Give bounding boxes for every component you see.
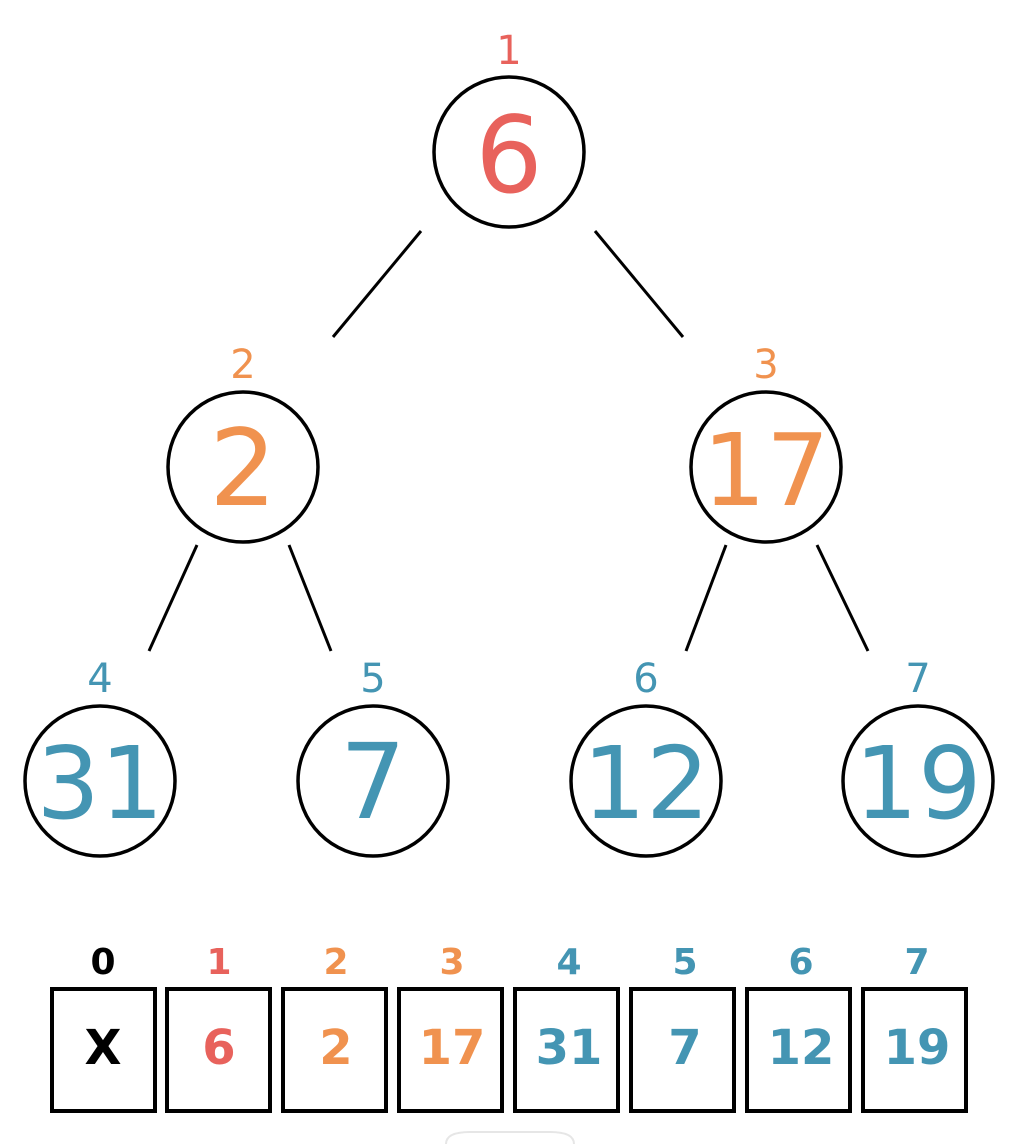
array-cell: 1 6 bbox=[165, 942, 272, 1113]
array-cell-value: 31 bbox=[536, 1020, 603, 1076]
node-value: 2 bbox=[209, 407, 276, 530]
array-cell: 0 X bbox=[50, 942, 157, 1113]
node-circle bbox=[23, 704, 177, 858]
array-cell-box bbox=[165, 987, 272, 1113]
array-cell-box bbox=[861, 987, 968, 1113]
tree-node: 5 7 bbox=[296, 656, 450, 858]
node-value: 6 bbox=[475, 94, 542, 217]
tree-node: 1 6 bbox=[432, 28, 586, 229]
edge-3-6 bbox=[684, 544, 728, 652]
node-index-label: 3 bbox=[753, 342, 778, 388]
array-index-label: 7 bbox=[904, 942, 929, 983]
node-circle bbox=[569, 704, 723, 858]
array-cell-box bbox=[513, 987, 620, 1113]
array-index-label: 2 bbox=[323, 942, 348, 983]
tree-node: 3 17 bbox=[689, 342, 843, 544]
array-index-label: 1 bbox=[206, 942, 231, 983]
node-circle bbox=[841, 704, 995, 858]
tree-node: 7 19 bbox=[841, 656, 995, 858]
array-cell-box bbox=[397, 987, 504, 1113]
partial-shape bbox=[445, 1131, 575, 1144]
tree-edges bbox=[147, 230, 870, 652]
array-cell: 7 19 bbox=[861, 942, 968, 1113]
node-circle bbox=[166, 390, 320, 544]
node-value: 31 bbox=[36, 725, 163, 842]
array-index-label: 0 bbox=[90, 942, 115, 983]
edge-2-4 bbox=[147, 544, 199, 652]
tree-node: 4 31 bbox=[23, 656, 177, 858]
array-cell-box bbox=[50, 987, 157, 1113]
edge-3-7 bbox=[815, 544, 870, 652]
array-cell: 2 2 bbox=[281, 942, 388, 1113]
array-cell: 4 31 bbox=[513, 942, 620, 1113]
node-value: 17 bbox=[702, 412, 829, 529]
edge-1-3 bbox=[593, 230, 685, 338]
array-index-label: 6 bbox=[788, 942, 813, 983]
array-index-label: 5 bbox=[672, 942, 697, 983]
node-value: 7 bbox=[340, 721, 406, 843]
array-cell-value: 7 bbox=[668, 1020, 701, 1076]
edge-2-5 bbox=[287, 544, 333, 652]
array-cell: 3 17 bbox=[397, 942, 504, 1113]
node-index-label: 1 bbox=[496, 28, 521, 74]
array-representation: 0 X 1 6 2 2 3 17 4 31 5 7 bbox=[50, 942, 968, 1113]
array-index-label: 4 bbox=[556, 942, 581, 983]
node-circle bbox=[432, 75, 586, 229]
array-cell-value: 12 bbox=[768, 1020, 835, 1076]
node-circle bbox=[296, 704, 450, 858]
array-cell: 5 7 bbox=[629, 942, 736, 1113]
tree-node: 6 12 bbox=[569, 656, 723, 858]
array-cell: 6 12 bbox=[745, 942, 852, 1113]
node-value: 19 bbox=[854, 725, 981, 842]
array-cell-value: 19 bbox=[884, 1020, 951, 1076]
node-circle bbox=[689, 390, 843, 544]
array-cell-box bbox=[745, 987, 852, 1113]
tree-nodes: 1 6 2 2 3 17 4 31 5 7 6 bbox=[23, 28, 995, 858]
array-cell-value: 6 bbox=[202, 1020, 235, 1076]
node-index-label: 5 bbox=[360, 656, 385, 702]
array-cell-value: 2 bbox=[319, 1020, 352, 1076]
array-cell-box bbox=[281, 987, 388, 1113]
edge-1-2 bbox=[331, 230, 423, 338]
array-cell-box bbox=[629, 987, 736, 1113]
array-cell-value: X bbox=[84, 1020, 121, 1076]
tree-node: 2 2 bbox=[166, 342, 320, 544]
array-cell-value: 17 bbox=[419, 1020, 486, 1076]
node-index-label: 4 bbox=[87, 656, 112, 702]
node-index-label: 6 bbox=[633, 656, 658, 702]
node-index-label: 2 bbox=[230, 342, 255, 388]
node-index-label: 7 bbox=[905, 656, 930, 702]
array-index-label: 3 bbox=[439, 942, 464, 983]
node-value: 12 bbox=[582, 725, 709, 842]
